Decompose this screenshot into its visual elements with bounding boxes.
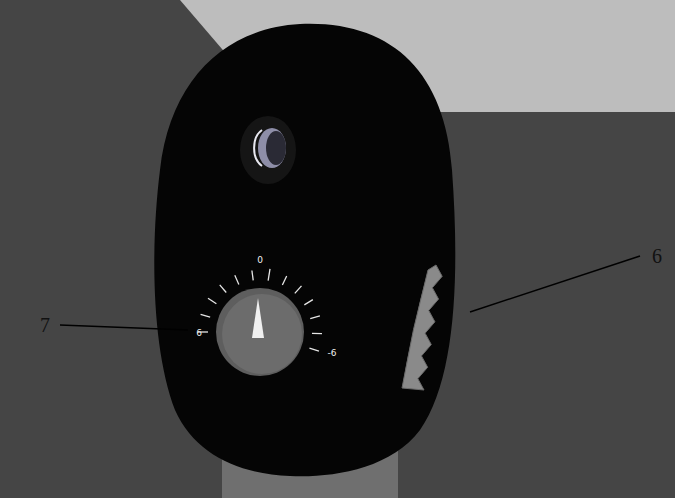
callout-number: 7: [40, 315, 50, 335]
dial-face: [222, 294, 302, 374]
tick-mark: [310, 316, 320, 319]
lens-rim: [254, 130, 262, 166]
lens-shadow: [266, 131, 286, 165]
lens: [258, 128, 286, 168]
tick-mark: [282, 276, 286, 285]
tick-mark: [201, 314, 211, 317]
tick-mark: [235, 275, 239, 284]
tick-mark: [312, 333, 322, 335]
tick-mark: [208, 298, 216, 303]
tick-mark: [220, 285, 226, 293]
scale-value: -6: [328, 349, 337, 358]
leader-line: [60, 325, 188, 330]
callout-number: 6: [652, 246, 662, 266]
dial-pointer: [252, 298, 264, 338]
tick-mark: [295, 286, 302, 293]
leader-line: [470, 256, 640, 312]
scale-value: 6: [196, 329, 202, 338]
instrument-head: [154, 24, 455, 477]
tick-mark: [304, 300, 313, 305]
lens-wheel: [402, 265, 442, 390]
scale-value: 0: [257, 256, 263, 265]
tick-mark: [309, 348, 319, 351]
diopter-dial: [216, 288, 304, 376]
tick-mark: [268, 269, 270, 281]
tick-mark: [252, 271, 253, 281]
sight-aperture: [240, 116, 296, 184]
